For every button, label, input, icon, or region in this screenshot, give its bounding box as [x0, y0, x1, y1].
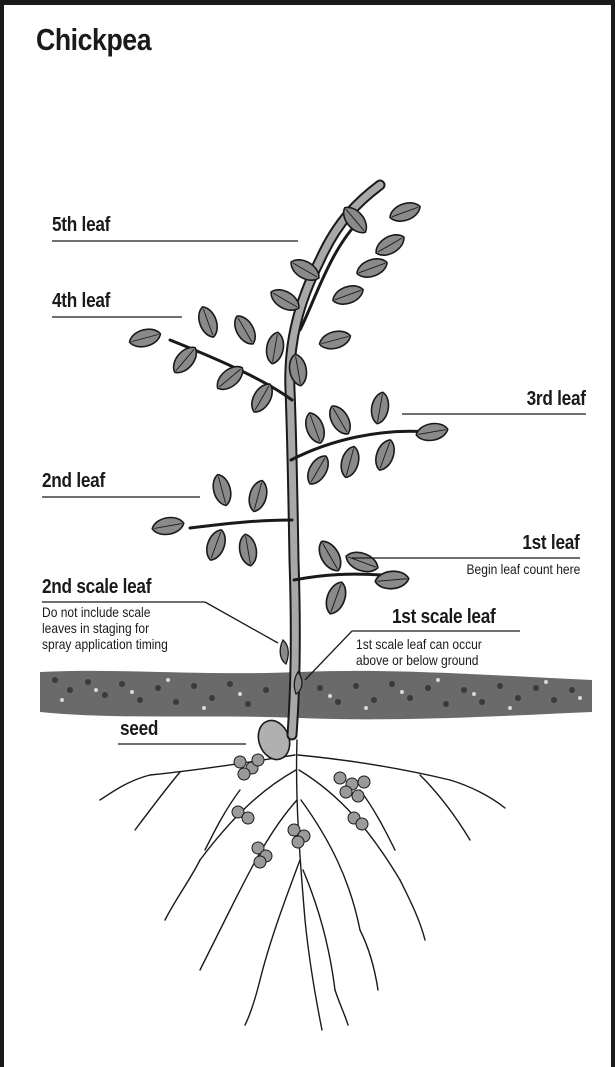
label-4th-leaf: 4th leaf	[52, 290, 110, 313]
label-5th-leaf: 5th leaf	[52, 214, 110, 237]
scale-leaf-2	[280, 640, 288, 664]
label-2nd-scale-leaf: 2nd scale leaf	[42, 576, 151, 599]
note-1st-leaf: Begin leaf count here	[466, 561, 580, 577]
soil-band	[40, 671, 592, 719]
note-2nd-scale-leaf-line2: leaves in staging for	[42, 620, 149, 636]
root-system	[100, 740, 505, 1030]
label-2nd-leaf: 2nd leaf	[42, 470, 105, 493]
label-3rd-leaf: 3rd leaf	[527, 388, 586, 411]
label-1st-scale-leaf: 1st scale leaf	[392, 606, 495, 629]
note-2nd-scale-leaf-line3: spray application timing	[42, 636, 168, 652]
leader-lines	[42, 241, 586, 744]
label-seed: seed	[120, 718, 158, 741]
note-1st-scale-leaf-line1: 1st scale leaf can occur	[356, 636, 482, 652]
label-1st-leaf: 1st leaf	[523, 532, 580, 555]
note-2nd-scale-leaf-line1: Do not include scale	[42, 604, 150, 620]
note-1st-scale-leaf-line2: above or below ground	[356, 652, 478, 668]
